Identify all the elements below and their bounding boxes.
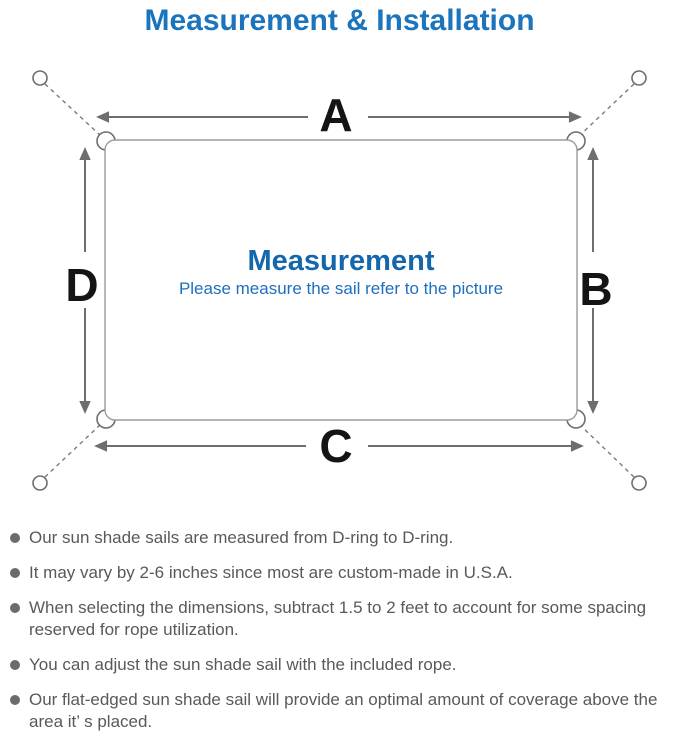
dimension-label-b: B — [579, 263, 612, 315]
bullet-icon — [10, 603, 20, 613]
bullet-icon — [10, 660, 20, 670]
bullet-icon — [10, 568, 20, 578]
sail-rectangle — [104, 139, 578, 421]
anchor-icon-bottom-left — [32, 475, 48, 491]
bullet-icon — [10, 695, 20, 705]
rope-top-right — [578, 83, 635, 137]
dimension-label-c: C — [319, 420, 352, 472]
list-item: Our flat-edged sun shade sail will provi… — [10, 689, 673, 733]
anchor-icon-top-left — [32, 70, 48, 86]
diagram-center-title: Measurement — [248, 245, 435, 277]
anchor-icon-top-right — [631, 70, 647, 86]
anchor-point-icons — [32, 70, 647, 491]
dimension-label-d: D — [65, 259, 98, 311]
anchor-icon-bottom-right — [631, 475, 647, 491]
list-item: You can adjust the sun shade sail with t… — [10, 654, 673, 676]
sail-diagram-svg: A B C D Measurement Please measure the s… — [32, 70, 647, 491]
dimension-label-a: A — [319, 89, 352, 141]
note-text: When selecting the dimensions, subtract … — [29, 598, 647, 639]
note-text: Our sun shade sails are measured from D-… — [29, 528, 454, 547]
list-item: When selecting the dimensions, subtract … — [10, 597, 673, 641]
list-item: Our sun shade sails are measured from D-… — [10, 527, 673, 549]
note-text: It may vary by 2-6 inches since most are… — [29, 563, 513, 582]
rope-top-left — [44, 83, 102, 137]
page-title: Measurement & Installation — [144, 4, 535, 37]
measurement-diagram: A B C D Measurement Please measure the s… — [0, 50, 679, 510]
list-item: It may vary by 2-6 inches since most are… — [10, 562, 673, 584]
rope-bottom-left — [44, 423, 102, 478]
notes-list: Our sun shade sails are measured from D-… — [0, 527, 679, 746]
diagram-center-subtitle: Please measure the sail refer to the pic… — [179, 279, 503, 298]
rope-bottom-right — [578, 423, 635, 478]
dimension-arrows — [79, 111, 599, 452]
note-text: You can adjust the sun shade sail with t… — [29, 655, 457, 674]
note-text: Our flat-edged sun shade sail will provi… — [29, 690, 658, 731]
bullet-icon — [10, 533, 20, 543]
anchor-rope-dashed-lines — [44, 83, 635, 478]
